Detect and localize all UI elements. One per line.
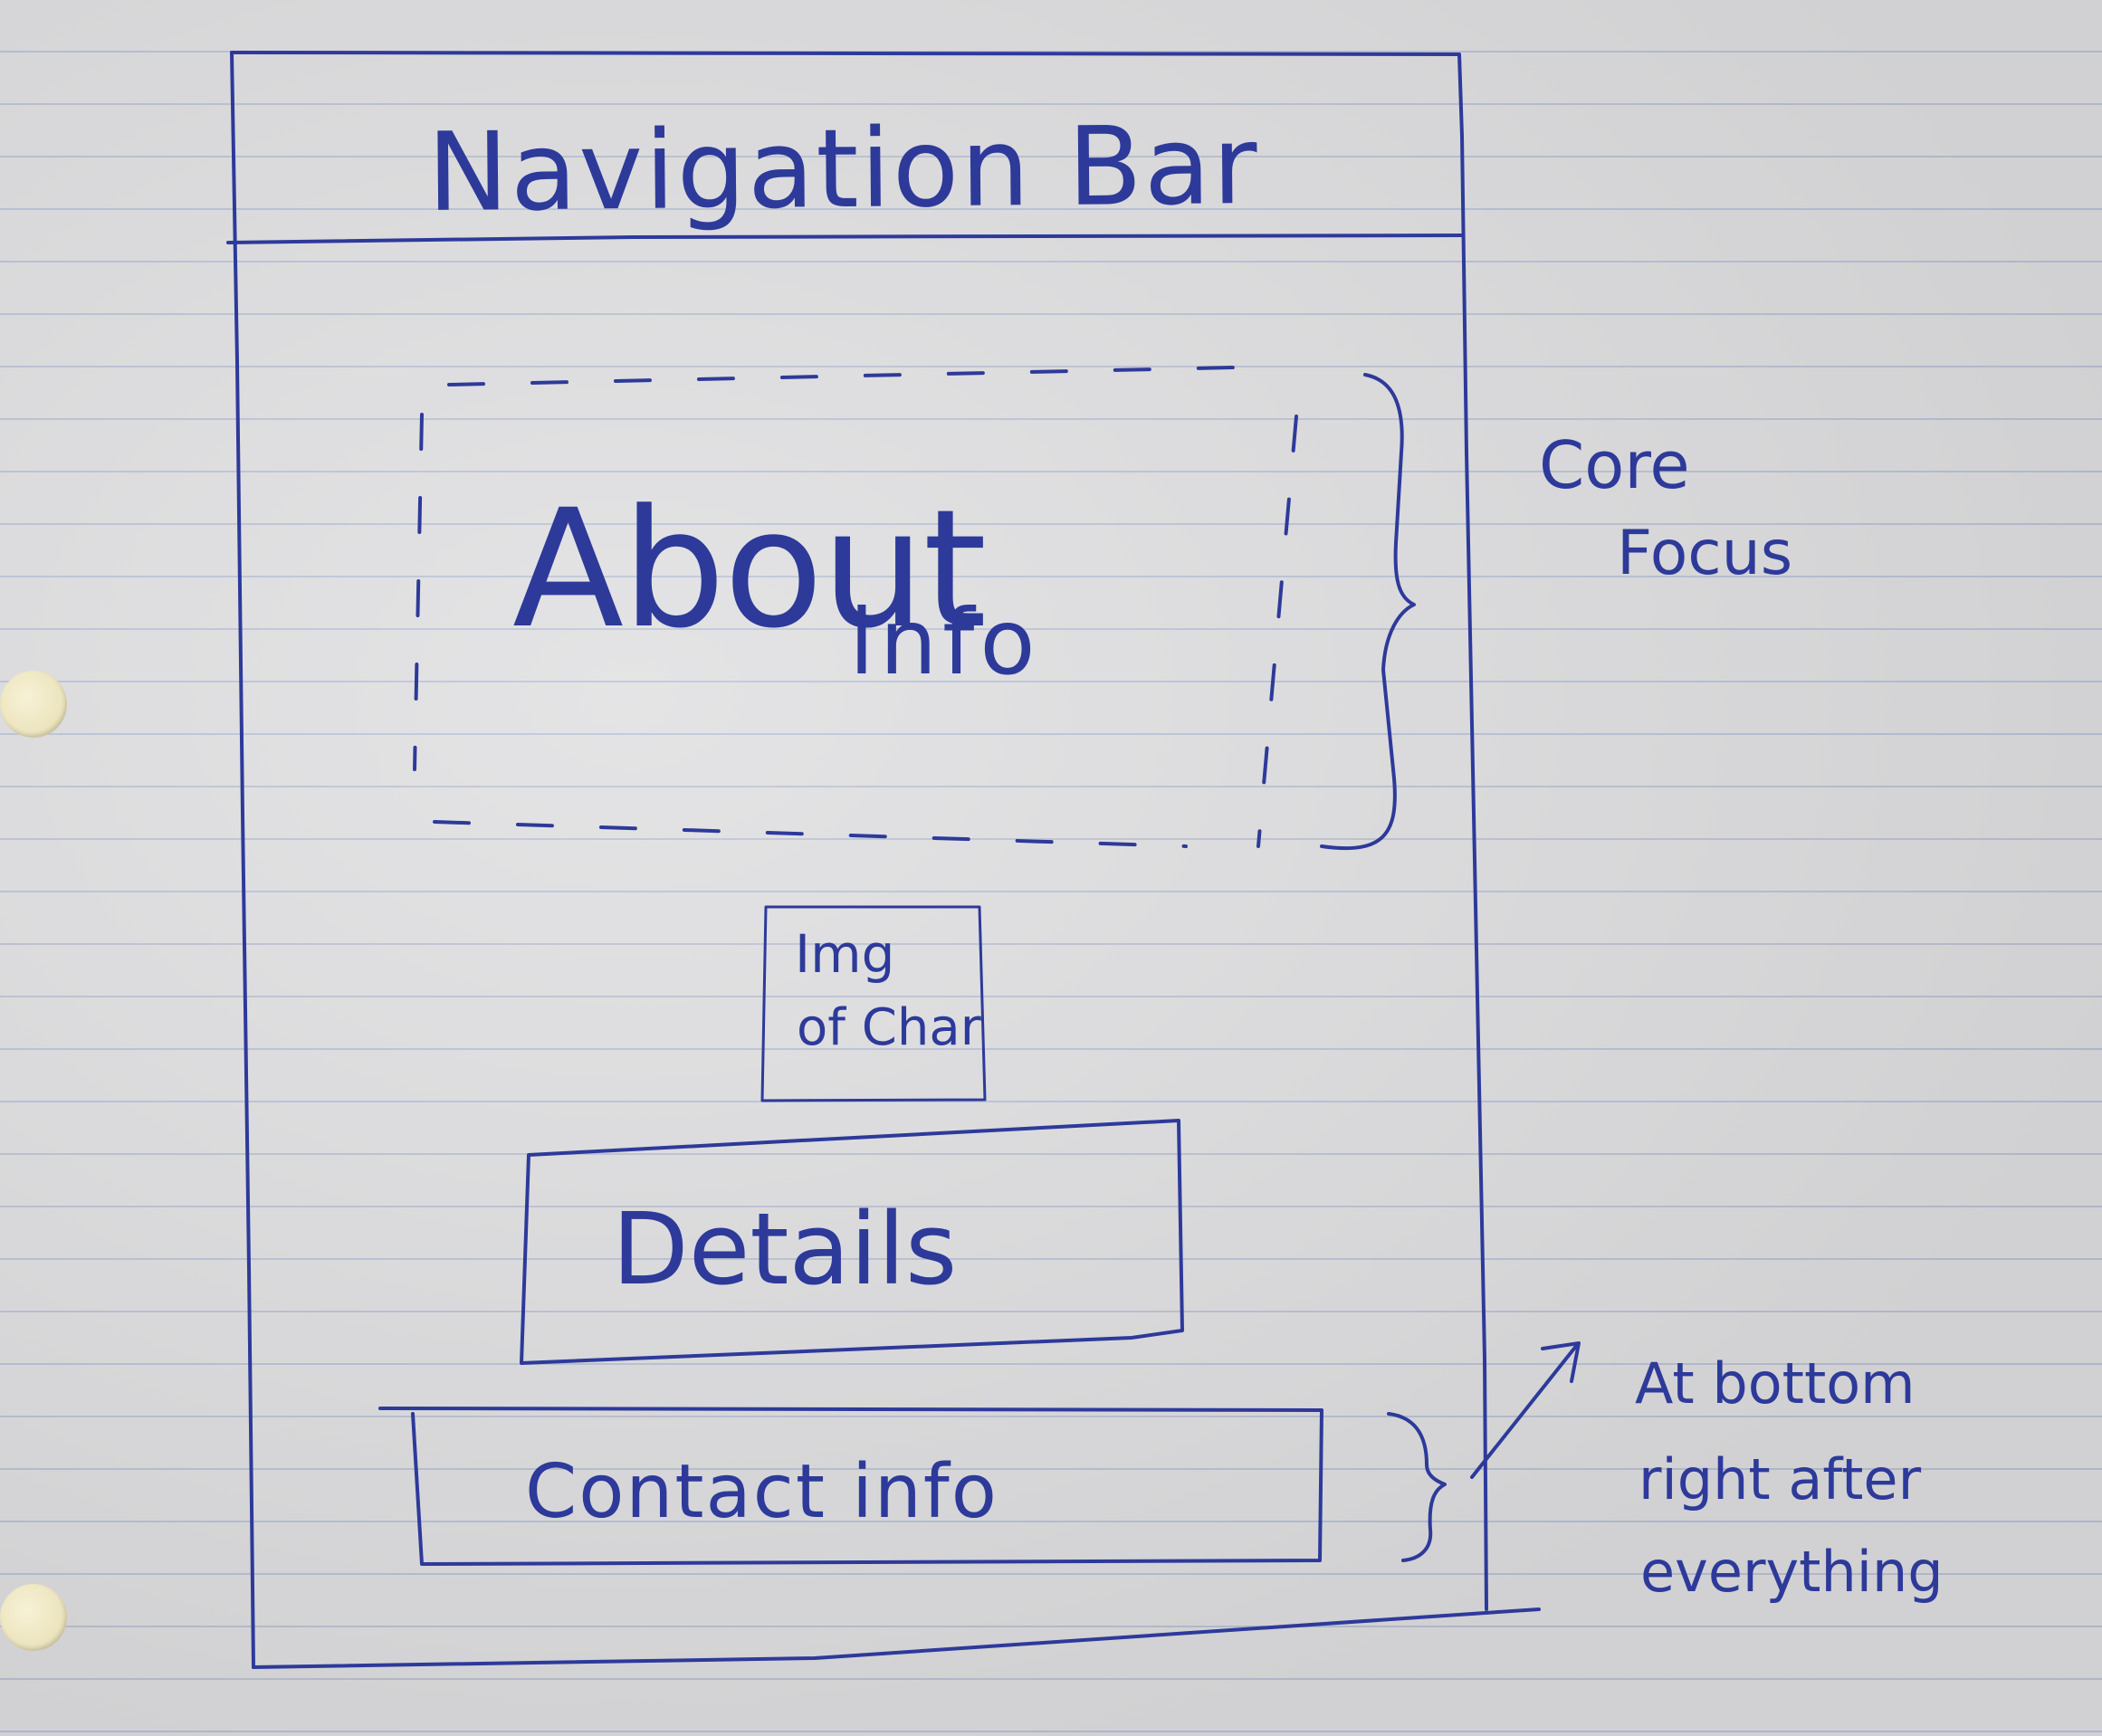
- arrow-icon: [1470, 1341, 1581, 1479]
- about-info-box: [413, 365, 1298, 848]
- core-focus-annotation: Core: [1539, 427, 1690, 503]
- page-frame: [230, 51, 1541, 1669]
- details-box: [520, 1119, 1184, 1365]
- contact-brace: [1387, 1412, 1447, 1562]
- punch-hole: [0, 671, 67, 738]
- core-focus-brace: [1320, 373, 1416, 851]
- details-label: Details: [612, 1191, 958, 1307]
- nav-bar-divider: [226, 234, 1465, 244]
- contact-info-box: [378, 1407, 1323, 1566]
- about-info-label: About: [512, 475, 987, 664]
- bottom-placement-annotation: At bottom: [1635, 1350, 1916, 1416]
- image-placeholder-label: Img: [795, 923, 895, 985]
- about-info-sublabel: info: [849, 589, 1041, 695]
- image-placeholder-box: [760, 905, 987, 1102]
- image-placeholder-label: of Char: [797, 998, 981, 1057]
- bottom-placement-annotation: everything: [1640, 1539, 1944, 1605]
- core-focus-annotation: Focus: [1617, 518, 1793, 589]
- navigation-bar-label: Navigation Bar: [426, 102, 1260, 237]
- bottom-placement-annotation: right after: [1639, 1446, 1922, 1512]
- contact-info-label: Contact info: [525, 1449, 998, 1535]
- punch-hole: [0, 1584, 67, 1651]
